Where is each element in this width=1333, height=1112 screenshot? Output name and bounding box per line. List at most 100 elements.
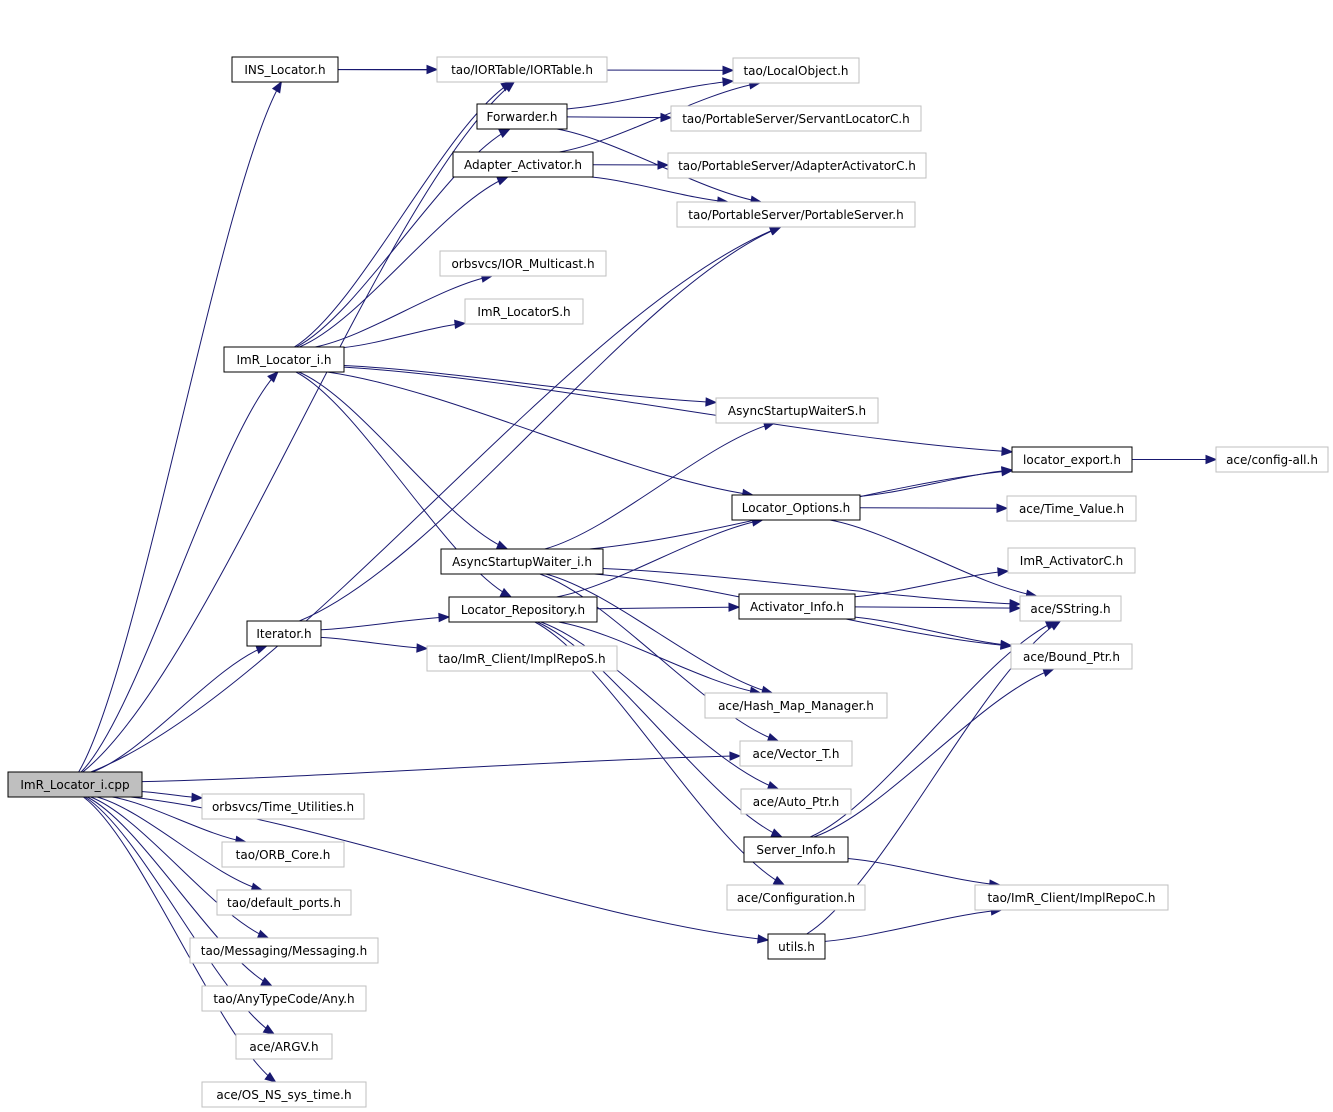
edge-asyncstartupwaiter-i-to-sstring <box>602 567 1021 605</box>
edge-root-to-imr-locator-i-h <box>80 371 279 773</box>
node-utils[interactable]: utils.h <box>767 933 826 960</box>
node-box-implreposs <box>426 645 618 672</box>
arrowhead-imr-locator-i-h <box>267 371 279 383</box>
edge-imr-locator-i-h-to-ior-multicast <box>315 275 492 348</box>
node-vector-t: ace/Vector_T.h <box>739 740 853 767</box>
arrowhead-any <box>260 976 273 987</box>
node-root[interactable]: ImR_Locator_i.cpp <box>7 771 143 798</box>
node-label-localobject: tao/LocalObject.h <box>743 64 848 78</box>
arrowhead-vector-t <box>729 751 742 761</box>
node-box-activator-info <box>738 593 856 620</box>
edge-imr-locator-i-h-to-imr-locators <box>343 322 466 348</box>
node-bound-ptr: ace/Bound_Ptr.h <box>1010 643 1133 670</box>
node-box-adapter-activator <box>452 151 594 178</box>
arrowhead-bound-ptr <box>1042 667 1055 677</box>
node-label-bound-ptr: ace/Bound_Ptr.h <box>1023 650 1120 664</box>
node-activator-info[interactable]: Activator_Info.h <box>738 593 856 620</box>
node-label-time-value: ace/Time_Value.h <box>1019 502 1124 516</box>
node-forwarder[interactable]: Forwarder.h <box>476 103 568 130</box>
arrowhead-asyncstartupwaiter-i <box>495 540 509 550</box>
edge-adapter-activator-to-portableserver <box>591 176 728 203</box>
node-label-config-all: ace/config-all.h <box>1226 453 1318 467</box>
node-label-locator-repository: Locator_Repository.h <box>461 603 585 617</box>
edges-layer <box>78 64 1218 1083</box>
node-label-imr-activatorc: ImR_ActivatorC.h <box>1020 554 1123 568</box>
node-label-servantlocator: tao/PortableServer/ServantLocatorC.h <box>682 112 910 126</box>
node-server-info[interactable]: Server_Info.h <box>743 836 849 863</box>
node-imr-activatorc: ImR_ActivatorC.h <box>1007 547 1136 574</box>
node-ins-locator[interactable]: INS_Locator.h <box>231 56 339 83</box>
arrowhead-iortable <box>500 81 513 92</box>
node-label-sstring: ace/SString.h <box>1030 602 1110 616</box>
node-implrepoc: tao/ImR_Client/ImplRepoC.h <box>974 884 1169 911</box>
node-box-imr-locators <box>464 298 584 325</box>
node-box-time-utilities <box>201 793 365 820</box>
node-implreposs: tao/ImR_Client/ImplRepoS.h <box>426 645 618 672</box>
node-label-portableserver: tao/PortableServer/PortableServer.h <box>688 208 903 222</box>
node-locator-options[interactable]: Locator_Options.h <box>731 494 861 521</box>
node-adapter-activator[interactable]: Adapter_Activator.h <box>452 151 594 178</box>
node-label-implrepoc: tao/ImR_Client/ImplRepoC.h <box>988 891 1156 905</box>
edge-locator-repository-to-hash-map-manager <box>558 621 761 694</box>
node-label-asyncstartupwaiters: AsyncStartupWaiterS.h <box>728 404 866 418</box>
edge-root-to-default-ports <box>97 796 262 891</box>
node-argv: ace/ARGV.h <box>235 1033 333 1060</box>
node-box-os-ns-sys-time <box>201 1081 367 1108</box>
node-iterator[interactable]: Iterator.h <box>246 620 322 647</box>
node-adapteractivatorc: tao/PortableServer/AdapterActivatorC.h <box>667 152 927 179</box>
node-label-imr-locator-i-h: ImR_Locator_i.h <box>236 353 331 367</box>
node-label-ior-multicast: orbsvcs/IOR_Multicast.h <box>451 257 594 271</box>
node-box-default-ports <box>216 889 352 916</box>
edge-utils-to-implrepoc <box>824 909 1002 942</box>
nodes-layer: ImR_Locator_i.cpp INS_Locator.h tao/IORTab… <box>7 56 1329 1108</box>
node-box-vector-t <box>739 740 853 767</box>
node-box-config-all <box>1215 446 1329 473</box>
edge-root-to-argv <box>84 796 275 1035</box>
node-box-bound-ptr <box>1010 643 1133 670</box>
node-time-utilities: orbsvcs/Time_Utilities.h <box>201 793 365 820</box>
edge-locator-options-to-time-value <box>859 507 1008 509</box>
arrowhead-locator-repository <box>499 587 513 598</box>
arrowhead-server-info <box>770 828 784 838</box>
node-label-vector-t: ace/Vector_T.h <box>753 747 840 761</box>
node-label-root: ImR_Locator_i.cpp <box>20 778 129 792</box>
node-box-imr-locator-i-h <box>223 346 345 373</box>
arrowhead-sstring <box>1048 620 1062 631</box>
node-box-messaging <box>189 937 379 964</box>
arrowhead-config-all <box>1205 454 1218 465</box>
node-asyncstartupwaiter-i[interactable]: AsyncStartupWaiter_i.h <box>440 548 604 575</box>
node-label-default-ports: tao/default_ports.h <box>227 896 341 910</box>
node-any: tao/AnyTypeCode/Any.h <box>201 985 367 1012</box>
edge-root-to-iortable <box>82 81 515 773</box>
node-label-server-info: Server_Info.h <box>756 843 835 857</box>
node-portableserver: tao/PortableServer/PortableServer.h <box>676 201 916 228</box>
arrowhead-configuration <box>772 875 786 886</box>
node-box-adapteractivatorc <box>667 152 927 179</box>
edge-imr-locator-i-h-to-locator-export <box>343 366 1013 453</box>
edge-server-info-to-sstring <box>810 620 1057 838</box>
node-box-localobject <box>732 57 860 84</box>
node-iortable: tao/IORTable/IORTable.h <box>436 56 608 83</box>
node-box-implrepoc <box>974 884 1169 911</box>
node-sstring: ace/SString.h <box>1019 595 1122 622</box>
arrowhead-asyncstartupwaiters <box>705 397 718 407</box>
edge-root-to-messaging <box>90 796 269 939</box>
arrowhead-argv <box>262 1024 276 1035</box>
edge-root-to-any <box>86 796 273 987</box>
node-label-iortable: tao/IORTable/IORTable.h <box>451 63 593 77</box>
node-box-ior-multicast <box>439 250 607 277</box>
node-label-locator-export: locator_export.h <box>1023 453 1121 467</box>
edge-forwarder-to-servantlocator <box>566 116 672 119</box>
node-ior-multicast: orbsvcs/IOR_Multicast.h <box>439 250 607 277</box>
edge-asyncstartupwaiter-i-to-hash-map-manager <box>545 573 773 694</box>
edge-imr-locator-i-h-to-locator-options <box>327 371 753 496</box>
node-locator-repository[interactable]: Locator_Repository.h <box>448 596 598 623</box>
arrowhead-ins-locator <box>271 80 283 94</box>
arrowhead-messaging <box>256 929 270 939</box>
node-time-value: ace/Time_Value.h <box>1006 495 1137 522</box>
node-locator-export[interactable]: locator_export.h <box>1011 446 1133 473</box>
node-orb-core: tao/ORB_Core.h <box>221 841 345 868</box>
node-imr-locator-i-h[interactable]: ImR_Locator_i.h <box>223 346 345 373</box>
edge-root-to-vector-t <box>141 755 741 783</box>
node-box-time-value <box>1006 495 1137 522</box>
